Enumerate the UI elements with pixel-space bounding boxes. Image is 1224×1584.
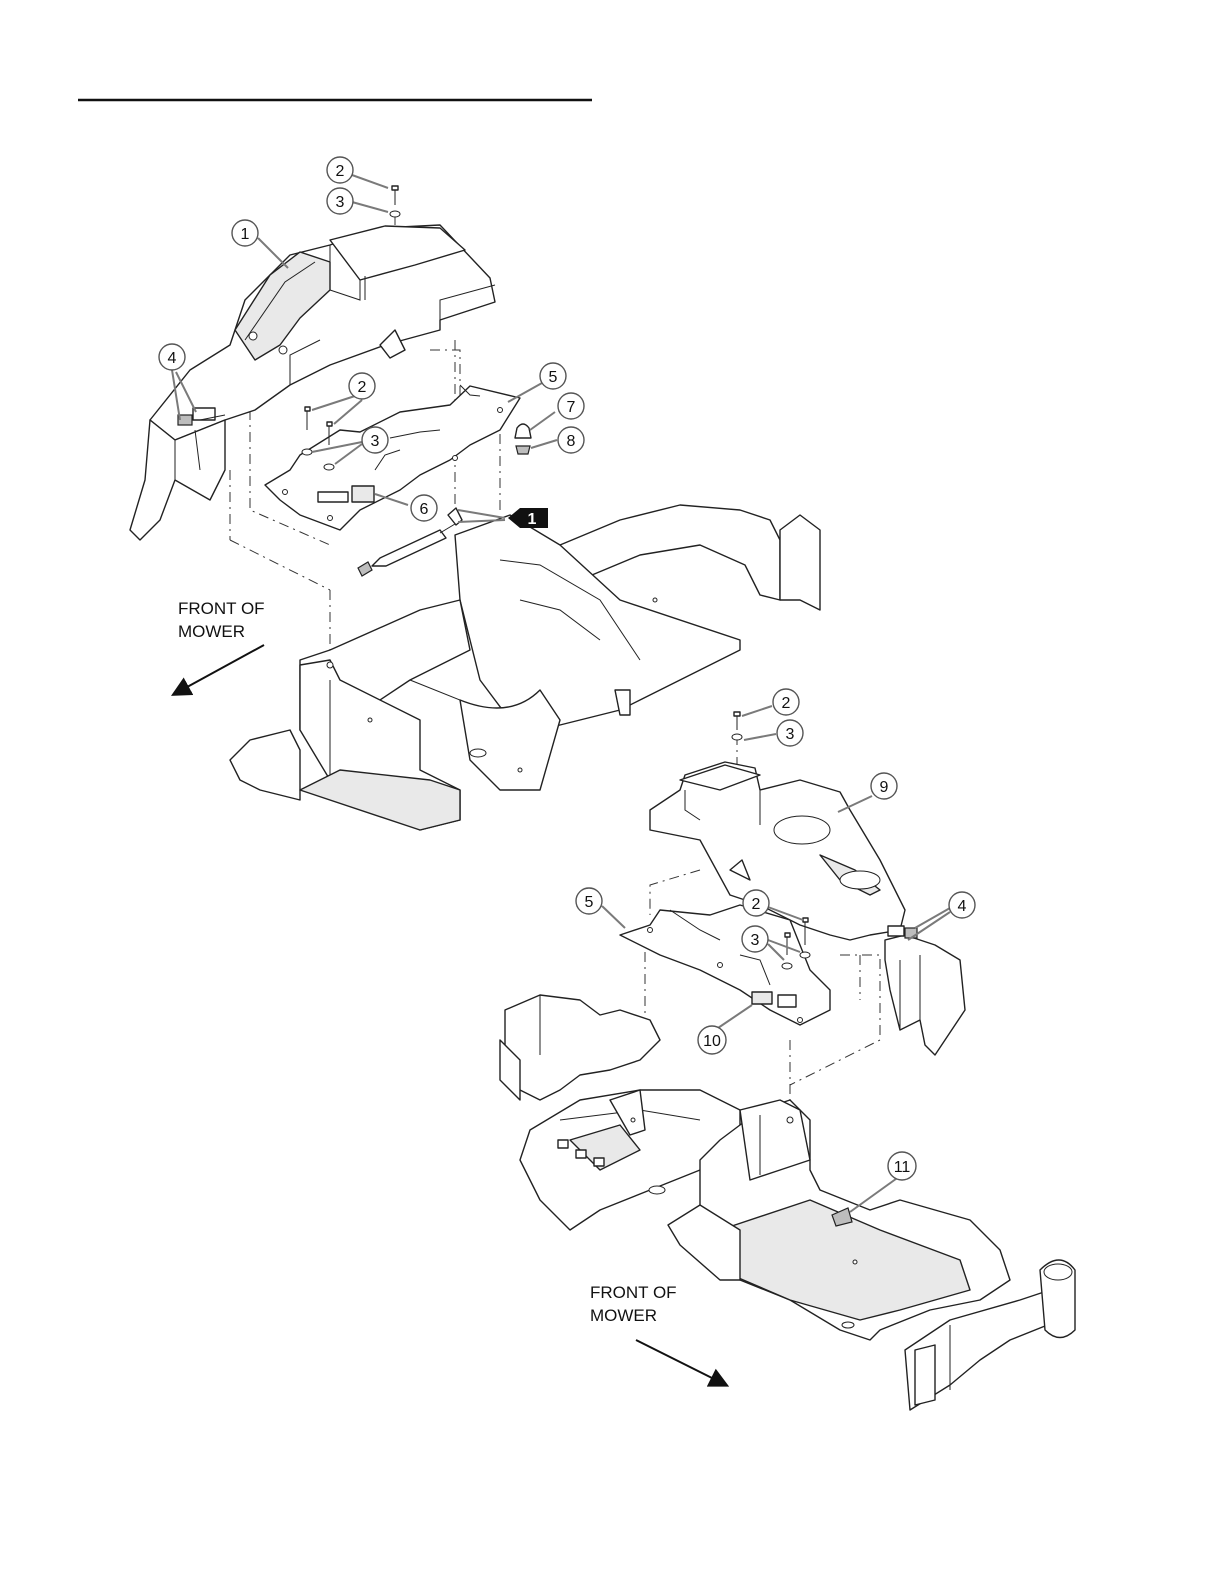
svg-text:4: 4 xyxy=(958,898,967,915)
front-label-line-2: MOWER xyxy=(178,622,245,641)
svg-text:2: 2 xyxy=(358,379,367,396)
svg-text:4: 4 xyxy=(168,350,177,367)
svg-text:2: 2 xyxy=(782,695,791,712)
svg-text:10: 10 xyxy=(703,1033,721,1050)
lower-assembly: 2 3 9 5 2 4 3 xyxy=(500,689,1075,1410)
svg-text:7: 7 xyxy=(567,399,576,416)
callout-7: 7 xyxy=(558,393,584,419)
svg-text:8: 8 xyxy=(567,433,576,450)
callout-3: 3 xyxy=(362,427,388,453)
mounting-plate-part-5 xyxy=(265,385,520,530)
callout-3: 3 xyxy=(327,188,353,214)
svg-text:9: 9 xyxy=(880,779,889,796)
upper-assembly: 2 3 1 4 2 5 7 xyxy=(130,157,820,830)
callout-11: 11 xyxy=(888,1152,916,1180)
lower-front-of-mower: FRONT OF MOWER xyxy=(590,1283,722,1383)
front-label-line-1: FRONT OF xyxy=(590,1283,677,1302)
callout-2: 2 xyxy=(773,689,799,715)
svg-text:11: 11 xyxy=(894,1159,911,1176)
lower-chassis-frame-right xyxy=(668,1100,1075,1410)
svg-text:3: 3 xyxy=(371,433,380,450)
callout-2: 2 xyxy=(327,157,353,183)
callout-2: 2 xyxy=(349,373,375,399)
callout-3: 3 xyxy=(777,720,803,746)
svg-text:3: 3 xyxy=(336,194,345,211)
callout-10: 10 xyxy=(698,1026,726,1054)
callout-1: 1 xyxy=(232,220,258,246)
svg-text:3: 3 xyxy=(786,726,795,743)
svg-text:5: 5 xyxy=(549,369,558,386)
callout-2: 2 xyxy=(743,890,769,916)
callout-3: 3 xyxy=(742,926,768,952)
upper-top-screw xyxy=(390,186,400,217)
upper-front-of-mower: FRONT OF MOWER xyxy=(178,599,265,692)
callout-4: 4 xyxy=(159,344,185,370)
svg-text:6: 6 xyxy=(420,501,429,518)
front-label-line-2: MOWER xyxy=(590,1306,657,1325)
svg-text:5: 5 xyxy=(585,894,594,911)
direction-arrow xyxy=(636,1340,722,1383)
svg-text:1: 1 xyxy=(241,226,250,243)
svg-text:2: 2 xyxy=(336,163,345,180)
lower-top-screw xyxy=(732,712,742,740)
callout-5: 5 xyxy=(540,363,566,389)
callout-8: 8 xyxy=(558,427,584,453)
callout-6: 6 xyxy=(411,495,437,521)
svg-text:2: 2 xyxy=(752,896,761,913)
svg-text:1: 1 xyxy=(528,511,537,528)
gas-spring xyxy=(358,508,462,576)
svg-text:3: 3 xyxy=(751,932,760,949)
callout-5: 5 xyxy=(576,888,602,914)
direction-arrow xyxy=(178,645,264,692)
cap-and-nut-parts-7-8 xyxy=(515,424,531,454)
callout-4: 4 xyxy=(949,892,975,918)
callout-9: 9 xyxy=(871,773,897,799)
front-label-line-1: FRONT OF xyxy=(178,599,265,618)
